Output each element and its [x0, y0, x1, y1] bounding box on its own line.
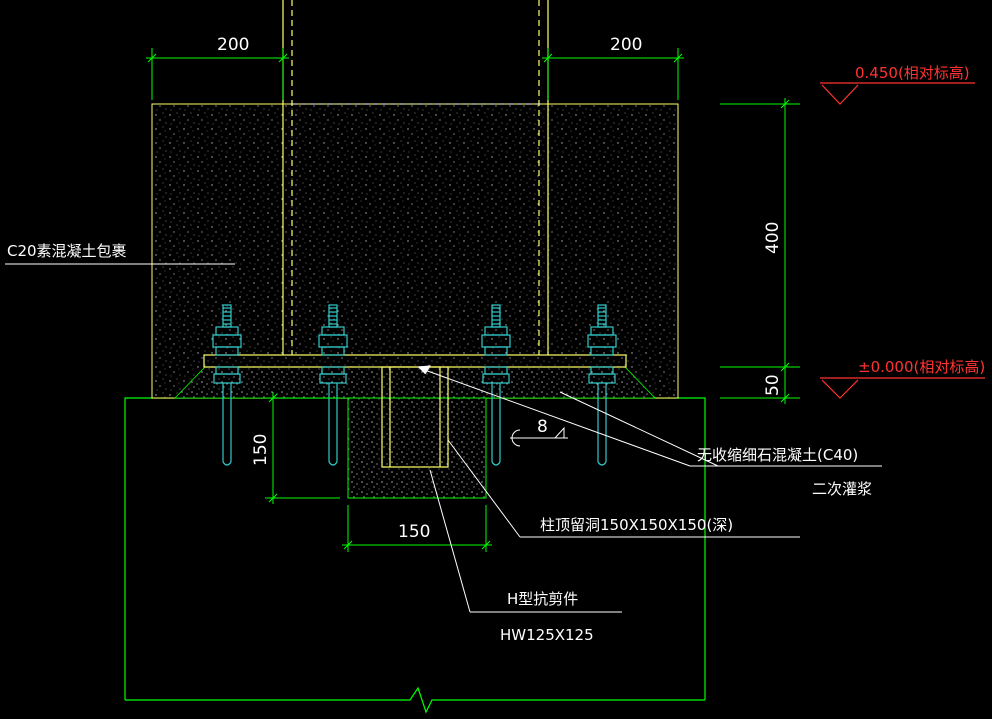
elevation-bottom-label: ±0.000(相对标高): [858, 358, 985, 376]
dim-left-width: 200: [217, 35, 249, 55]
label-pocket: 柱顶留洞150X150X150(深): [540, 516, 733, 534]
pier-pocket: [347, 397, 487, 499]
label-encasement: C20素混凝土包裹: [7, 242, 127, 260]
label-shear-key-line1: H型抗剪件: [507, 590, 578, 608]
dim-right-width: 200: [610, 35, 642, 55]
leader-lines: [5, 263, 882, 613]
dim-height-400: 400: [763, 222, 783, 254]
anchor-bolt: [481, 304, 511, 466]
dim-height-50: 50: [763, 374, 783, 396]
elevation-top-label: 0.450(相对标高): [855, 64, 970, 82]
concrete-encasement: [151, 103, 679, 399]
label-shear-key-line2: HW125X125: [500, 626, 594, 644]
dim-width-150: 150: [398, 522, 430, 542]
grout-layer: [174, 366, 656, 399]
dimension-lines: [146, 48, 800, 552]
weld-size: 8: [537, 417, 548, 437]
anchor-bolt: [212, 304, 242, 466]
label-grout-line1: 无收缩细石混凝土(C40): [697, 446, 858, 464]
anchor-bolt: [318, 304, 348, 466]
label-grout-line2: 二次灌浆: [812, 480, 872, 498]
shear-key: [381, 366, 449, 468]
anchor-bolt: [587, 304, 617, 466]
dim-depth-150: 150: [251, 434, 271, 466]
anchor-bolts: [212, 304, 617, 466]
elevation-markers: [820, 82, 985, 399]
